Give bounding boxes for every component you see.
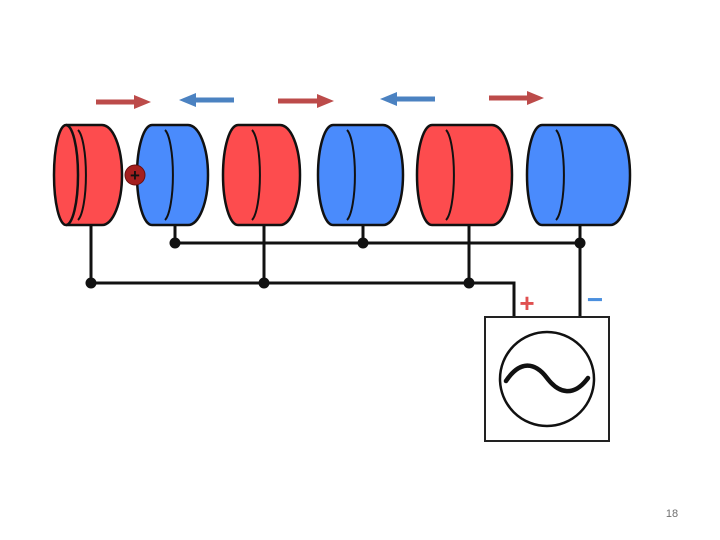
drift-tube-2 (135, 123, 210, 227)
arrow-right-3 (489, 91, 544, 105)
arrow-row (96, 91, 544, 109)
drift-tube-1 (52, 123, 124, 227)
source-minus-label: − (587, 284, 603, 315)
junction-dot (85, 277, 97, 289)
arrow-left-1 (179, 93, 234, 107)
source-plus-label: + (519, 288, 534, 318)
ac-power-source (484, 316, 610, 442)
wiring (89, 224, 582, 318)
ac-sine-icon (503, 363, 591, 394)
drift-tube-5 (415, 123, 514, 227)
page-number: 18 (665, 508, 679, 520)
junction-dot (574, 237, 586, 249)
wire-junctions (85, 237, 586, 289)
arrow-left-2 (380, 92, 435, 106)
junction-dot (357, 237, 369, 249)
junction-dot (169, 237, 181, 249)
drift-tubes (52, 123, 632, 227)
drift-tube-6 (525, 123, 632, 227)
arrow-right-2 (278, 94, 334, 108)
particle-charge-label: + (130, 166, 140, 185)
arrow-right-1 (96, 95, 151, 109)
junction-dot (463, 277, 475, 289)
drift-tube-4 (316, 123, 405, 227)
drift-tube-3 (221, 123, 302, 227)
junction-dot (258, 277, 270, 289)
positive-particle: + (124, 164, 146, 186)
